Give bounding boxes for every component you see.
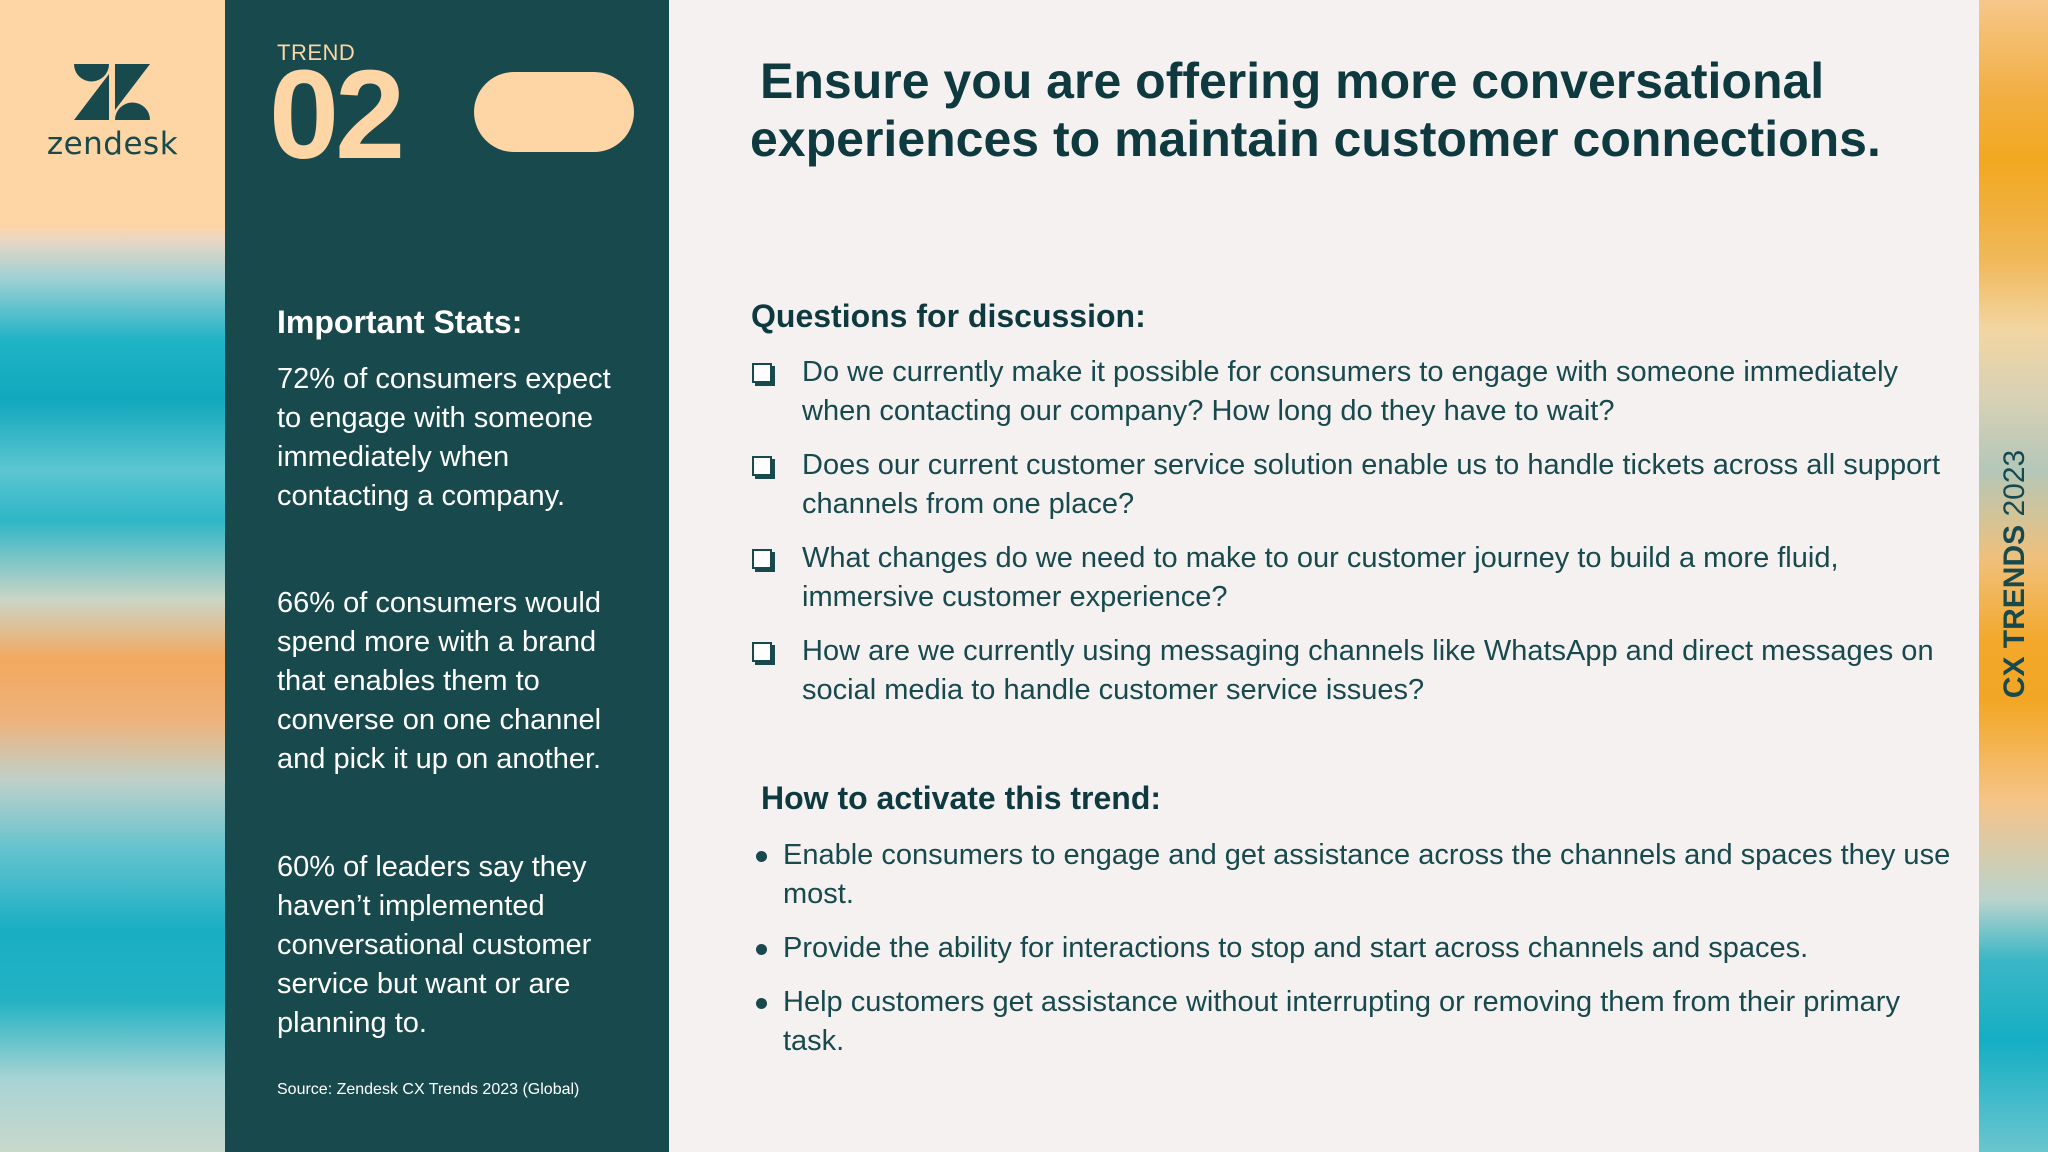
right-decorative-strip: [1979, 0, 2048, 1152]
side-label-year: 2023: [1998, 449, 2031, 517]
decorative-pill: [474, 72, 634, 152]
stat-item: 66% of consumers would spend more with a…: [277, 587, 602, 775]
stat-item: 72% of consumers expect to engage with s…: [277, 363, 611, 512]
checkbox-icon: [752, 456, 772, 476]
question-item: What changes do we need to make to our c…: [802, 542, 1839, 613]
title-line-2: experiences to maintain customer connect…: [750, 111, 1881, 167]
zendesk-logo: zendesk: [0, 0, 225, 225]
title-line-1: Ensure you are offering more conversatio…: [760, 53, 1825, 109]
question-item: How are we currently using messaging cha…: [802, 635, 1934, 706]
bullet-icon: [756, 998, 767, 1009]
trend-label: TREND: [277, 40, 356, 65]
zendesk-logo-icon: [74, 64, 150, 120]
activate-heading: How to activate this trend:: [761, 780, 1162, 816]
bullet-icon: [756, 851, 767, 862]
bullet-icon: [756, 944, 767, 955]
question-item: Does our current customer service soluti…: [802, 449, 1941, 520]
checkbox-icon: [752, 549, 772, 569]
side-label-bold: CX TRENDS: [1998, 524, 2031, 699]
trend-number: 02: [269, 44, 405, 185]
source-note: Source: Zendesk CX Trends 2023 (Global): [277, 1081, 580, 1098]
stats-heading: Important Stats:: [277, 304, 523, 340]
logo-wordmark: zendesk: [46, 126, 179, 162]
activate-item: Help customers get assistance without in…: [783, 986, 1900, 1057]
activate-item: Enable consumers to engage and get assis…: [783, 839, 1951, 910]
questions-heading: Questions for discussion:: [751, 298, 1146, 334]
cx-trends-side-label: CX TRENDS 2023: [1998, 450, 2032, 698]
question-item: Do we currently make it possible for con…: [802, 356, 1899, 427]
checkbox-icon: [752, 642, 772, 662]
checkbox-icon: [752, 363, 772, 383]
activate-item: Provide the ability for interactions to …: [783, 932, 1809, 964]
stat-item: 60% of leaders say they haven’t implemen…: [277, 851, 592, 1039]
page-title: Ensure you are offering more conversatio…: [750, 52, 1970, 168]
stats-panel: TREND 02 Important Stats: 72% of consume…: [225, 0, 669, 1152]
